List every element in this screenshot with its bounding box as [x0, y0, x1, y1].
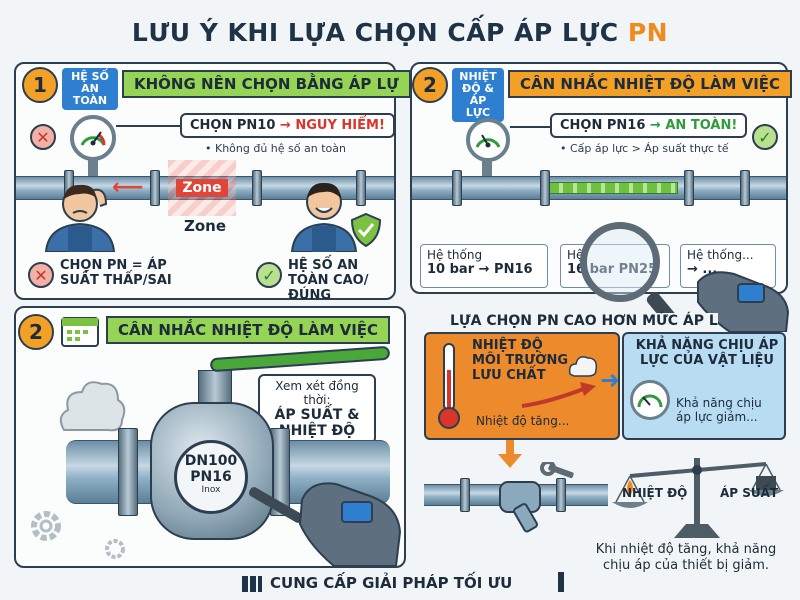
pipe-flange: [356, 170, 366, 206]
gauge-stem: [482, 160, 492, 178]
arrow-left-icon: ⟵: [112, 175, 144, 200]
pipe-flange: [150, 170, 160, 206]
panel1-good-text: HỆ SỐ AN TOÀN CAO/ĐÚNG: [288, 258, 369, 303]
calendar-icon: [60, 312, 100, 348]
thermometer-icon: [434, 340, 464, 432]
safe-zone: [548, 182, 678, 194]
wrench-icon: [540, 460, 580, 480]
danger-zone-label: Zone: [176, 179, 228, 197]
magnifier-icon: [580, 222, 660, 302]
pipe-flange: [556, 478, 566, 512]
x-icon: ✕: [28, 262, 54, 288]
capacity-title: KHẢ NĂNG CHỊU ÁP LỰC CỦA VẬT LIỆU: [635, 338, 779, 368]
danger-zone-caption: Zone: [184, 217, 227, 235]
panel3-heading: CÂN NHẮC NHIỆT ĐỘ LÀM VIỆC: [106, 316, 391, 344]
pipe-flange: [740, 170, 750, 206]
pipe-flange: [452, 170, 462, 206]
page-title: LƯU Ý KHI LỰA CHỌN CẤP ÁP LỰC PN: [0, 18, 800, 47]
glove-hand-icon: [292, 470, 404, 567]
scale-left-label: NHIỆT ĐỘ: [622, 486, 688, 500]
callout-pointer: [116, 125, 182, 127]
pressure-gauge-icon: [630, 380, 670, 420]
panel1-note: • Không đủ hệ số an toàn: [205, 142, 346, 155]
worried-worker-icon: [40, 170, 120, 253]
happy-worker-icon: [288, 168, 360, 253]
capacity-note: Khả năng chịu áp lực giảm...: [676, 396, 762, 424]
pipe-flange: [252, 170, 262, 206]
panel2-subheading: LỰA CHỌN PN CAO HƠN MỨC ÁP L: [450, 313, 718, 329]
panel1-bad-text: CHỌN PN = ÁP SUẤT THẤP/SAI: [60, 258, 172, 288]
panel1-callout: CHỌN PN10 → NGUY HIỂM!: [180, 113, 395, 138]
footer-logo-icon: [240, 574, 264, 594]
temperature-title: NHIỆT ĐỘ MÔI TRƯỜNG LƯU CHẤT: [472, 338, 568, 383]
temperature-note: Nhiệt độ tăng...: [476, 414, 570, 428]
pressure-gauge-icon: [70, 115, 116, 161]
steam-icon: [566, 352, 600, 378]
panel2-tag: NHIỆT ĐỘ & ÁP LỰC: [452, 68, 504, 122]
check-icon: ✓: [752, 124, 778, 150]
shield-check-icon: [350, 212, 382, 248]
rising-arrow-icon: [520, 380, 600, 410]
panel3-number: 2: [18, 314, 54, 350]
gear-icon: [100, 534, 130, 564]
pipe-flange: [118, 428, 138, 516]
footer-mark-icon: [558, 572, 564, 592]
footer-text: CUNG CẤP GIẢI PHÁP TỐI ƯU: [270, 574, 513, 592]
gear-icon: [24, 504, 68, 548]
pipe-flange: [460, 478, 470, 512]
system-box-1: Hệ thống 10 bar → PN16: [420, 244, 548, 288]
panel2-note: • Cấp áp lực > Áp suất thực tế: [560, 142, 729, 155]
valve-nameplate: DN100 PN16 Inox: [174, 440, 248, 514]
arrow-right-icon: ➜: [600, 366, 621, 394]
check-icon: ✓: [256, 262, 282, 288]
y-strainer-icon: [496, 470, 546, 540]
title-main: LƯU Ý KHI LỰA CHỌN CẤP ÁP LỰC: [131, 18, 619, 47]
arrow-down-icon: [498, 440, 522, 468]
callout-pointer: [510, 126, 550, 128]
scale-right-label: ÁP SUẤT: [720, 486, 779, 500]
panel1-number: 1: [22, 67, 58, 103]
panel1-heading: KHÔNG NÊN CHỌN BẰNG ÁP LỰ: [122, 70, 411, 98]
gauge-stem: [88, 160, 98, 178]
pipe-flange: [684, 170, 694, 206]
steam-cloud-icon: [56, 376, 128, 436]
pipe-flange: [540, 170, 550, 206]
panel2-number: 2: [412, 67, 448, 103]
balance-scale-icon: [610, 446, 786, 540]
title-accent: PN: [627, 18, 669, 47]
pressure-gauge-icon: [466, 118, 510, 162]
panel2-callout: CHỌN PN16 → AN TOÀN!: [550, 113, 748, 138]
x-icon: ✕: [30, 124, 56, 150]
panel2-heading: CÂN NHẮC NHIỆT ĐỘ LÀM VIỆC: [508, 70, 793, 98]
panel2-conclusion: Khi nhiệt độ tăng, khả năng chịu áp của …: [595, 542, 777, 573]
panel1-tag: HỆ SỐ AN TOÀN: [62, 68, 118, 110]
